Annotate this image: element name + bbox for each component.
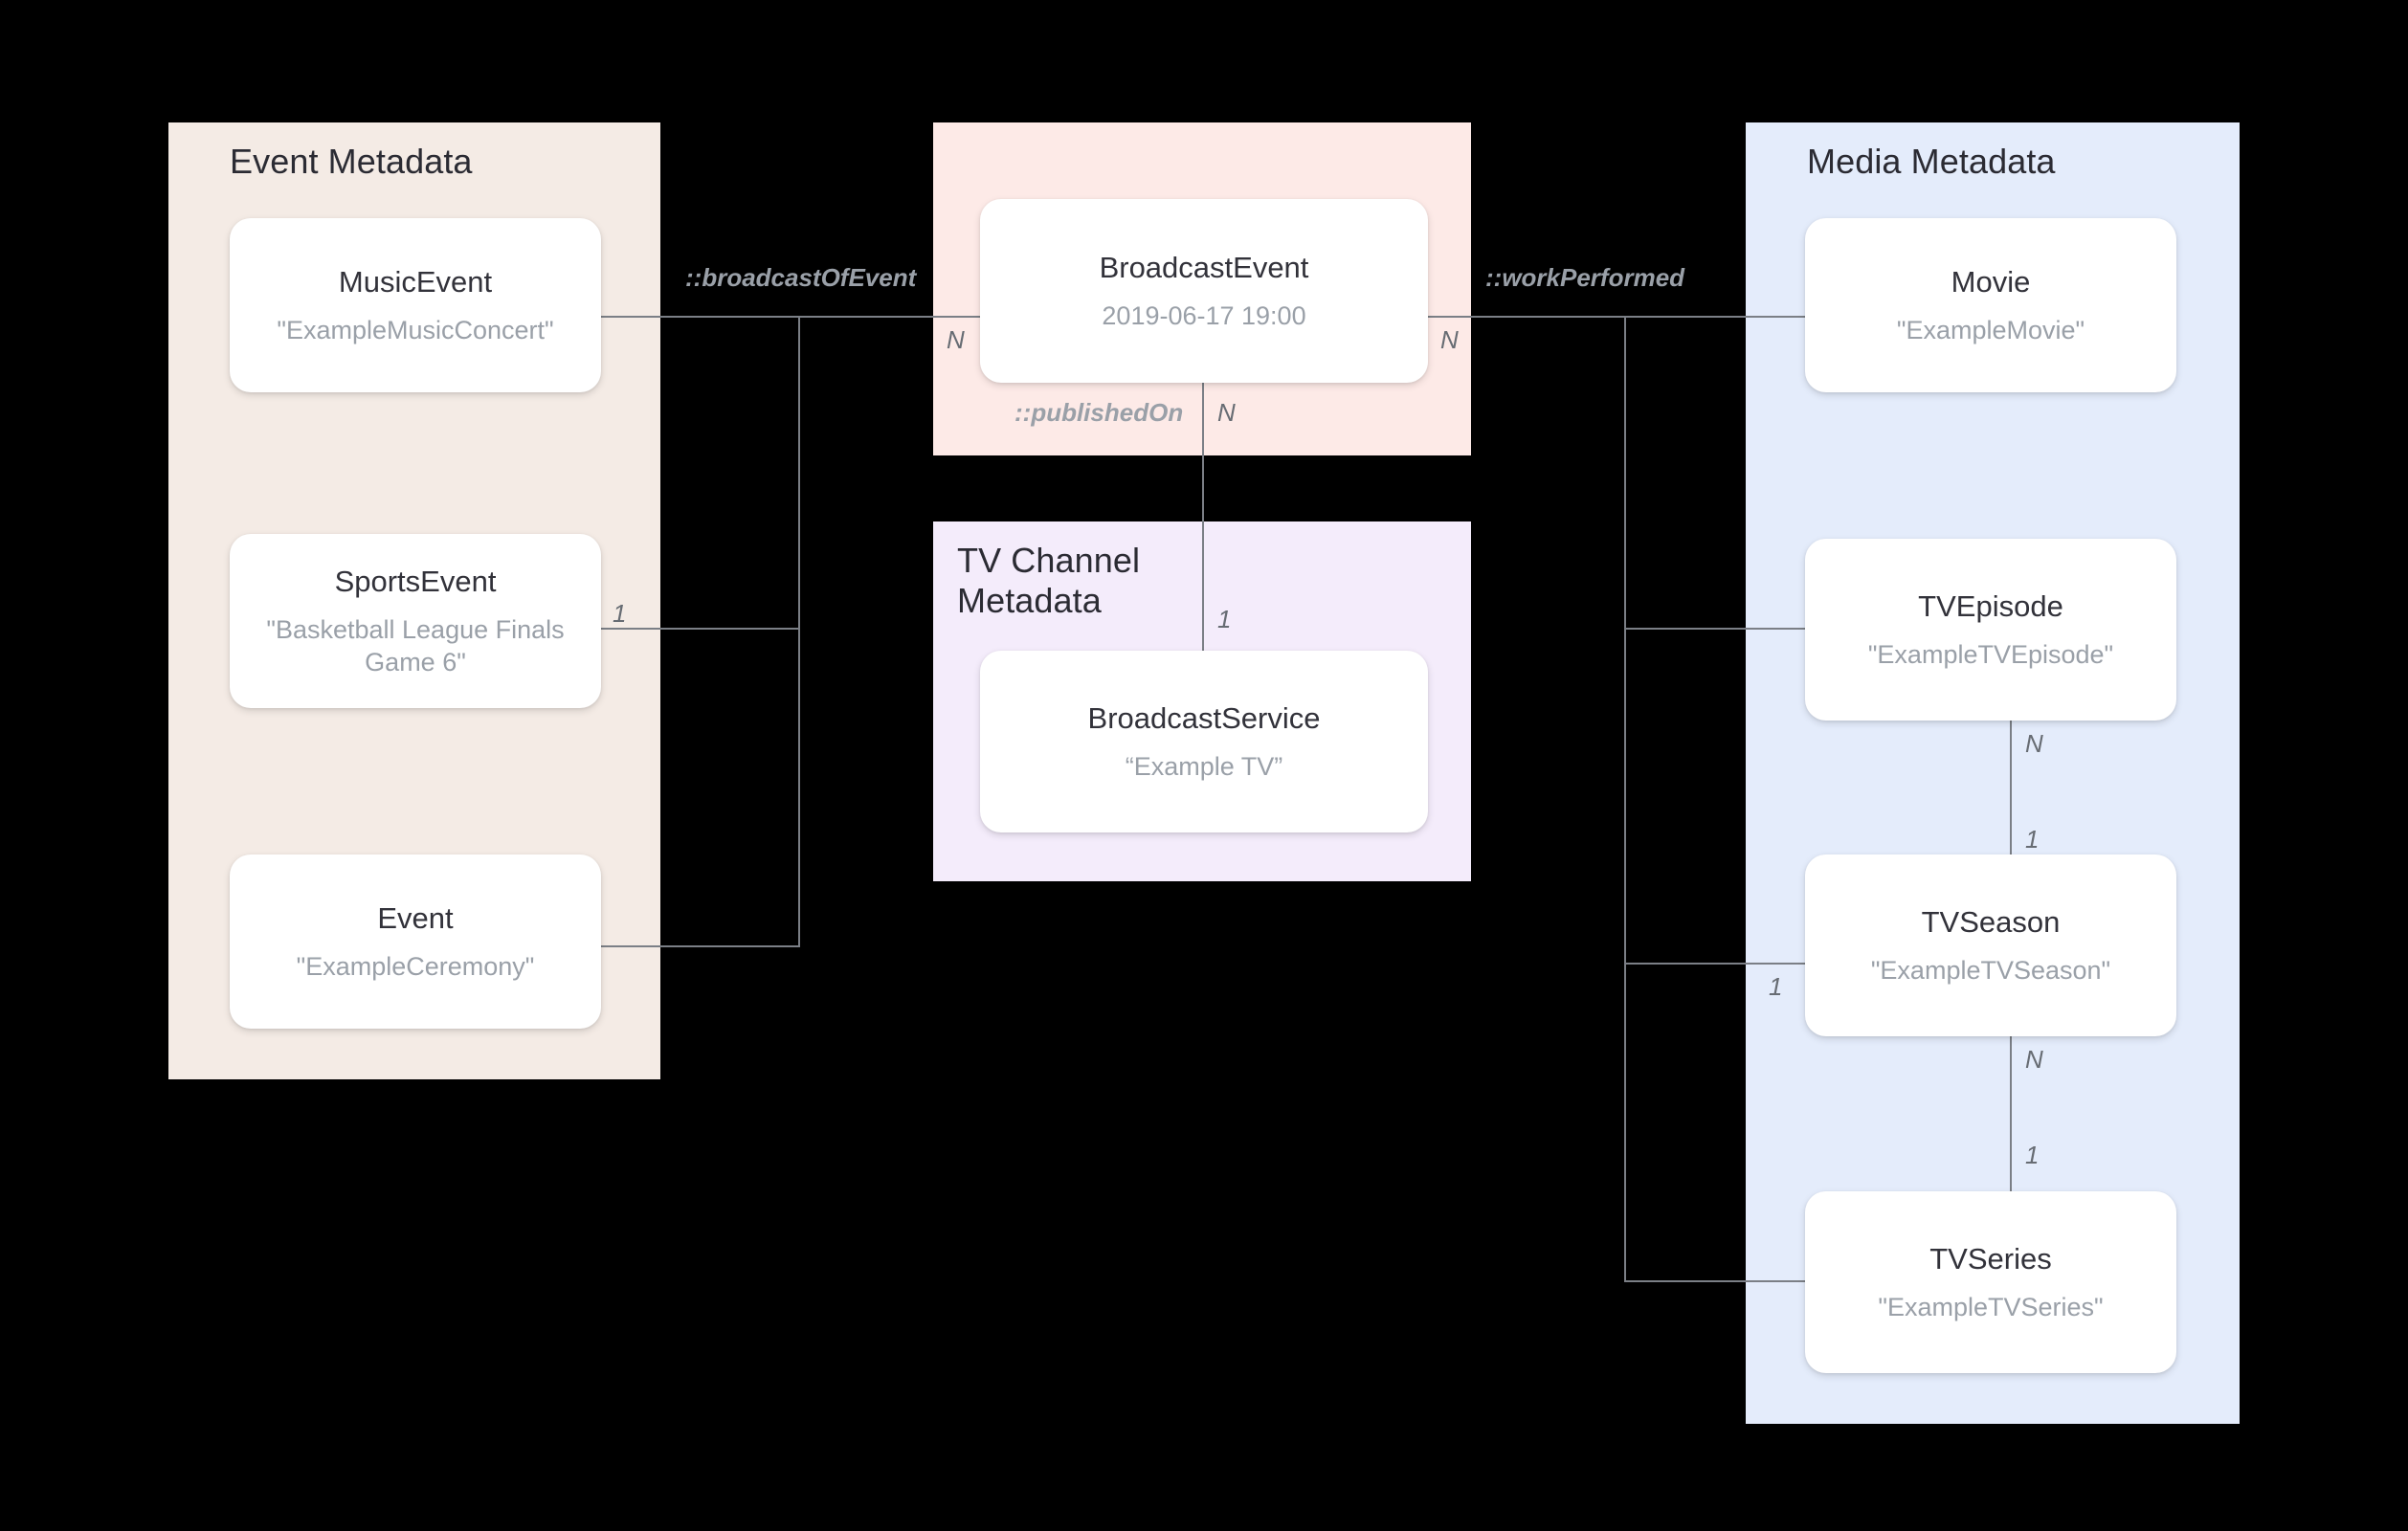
entity-type-label: Event (377, 900, 454, 935)
multiplicity-broadcastevent-right: N (1440, 325, 1459, 354)
connector-tvseason-to-tvseries (2010, 1035, 2012, 1215)
multiplicity-sportsevent-right: 1 (613, 599, 627, 628)
group-title-event-metadata: Event Metadata (230, 142, 473, 181)
entity-card-movie[interactable]: Movie "ExampleMovie" (1805, 218, 2176, 392)
entity-type-label: TVSeason (1921, 904, 2061, 939)
entity-type-label: TVSeries (1929, 1241, 2052, 1276)
entity-value-label: "ExampleTVEpisode" (1867, 639, 2114, 669)
group-title-tv-channel-metadata: TV Channel Metadata (957, 541, 1141, 621)
entity-card-sports-event[interactable]: SportsEvent "Basketball League Finals Ga… (230, 534, 601, 708)
entity-card-broadcast-service[interactable]: BroadcastService “Example TV” (980, 651, 1428, 832)
entity-value-label: 2019-06-17 19:00 (1102, 300, 1306, 330)
entity-type-label: TVEpisode (1918, 588, 2063, 623)
entity-type-label: BroadcastEvent (1099, 250, 1309, 284)
relation-label-published-on: ::publishedOn (1014, 398, 1184, 427)
group-title-media-metadata: Media Metadata (1807, 142, 2056, 181)
entity-card-tv-episode[interactable]: TVEpisode "ExampleTVEpisode" (1805, 539, 2176, 721)
connector-tvepisode-to-tvseason (2010, 720, 2012, 898)
entity-card-event[interactable]: Event "ExampleCeremony" (230, 854, 601, 1029)
connector-trunk-to-broadcastevent (798, 316, 994, 318)
connector-trunk-to-tvseason (1624, 963, 1806, 965)
entity-value-label: “Example TV” (1125, 751, 1283, 781)
entity-value-label: "Basketball League Finals Game 6" (266, 614, 565, 677)
entity-type-label: Movie (1951, 264, 2031, 299)
entity-type-label: BroadcastService (1087, 700, 1321, 735)
multiplicity-broadcastevent-bottom: N (1217, 398, 1236, 427)
connector-musicevent-to-trunk (601, 316, 799, 318)
connector-trunk-to-movie (1624, 316, 1806, 318)
entity-value-label: "ExampleTVSeries" (1878, 1292, 2104, 1321)
multiplicity-broadcastevent-left: N (947, 325, 965, 354)
entity-card-tv-season[interactable]: TVSeason "ExampleTVSeason" (1805, 854, 2176, 1036)
multiplicity-tvseason-top: 1 (2025, 825, 2040, 854)
entity-card-music-event[interactable]: MusicEvent "ExampleMusicConcert" (230, 218, 601, 392)
connector-broadcastevent-to-broadcastservice (1202, 383, 1204, 651)
connector-trunk-to-tvepisode (1624, 628, 1806, 630)
multiplicity-tvseason-left: 1 (1769, 972, 1783, 1001)
entity-value-label: "ExampleCeremony" (296, 951, 535, 981)
connector-event-trunk-vertical (798, 316, 800, 947)
entity-value-label: "ExampleMovie" (1896, 315, 2085, 344)
relation-label-broadcast-of-event: ::broadcastOfEvent (685, 263, 917, 292)
multiplicity-tvseason-bottom: N (2025, 1045, 2043, 1074)
connector-sportsevent-to-trunk (601, 628, 799, 630)
relation-label-work-performed: ::workPerformed (1485, 263, 1685, 292)
connector-trunk-to-tvseries (1624, 1280, 1806, 1282)
entity-value-label: "ExampleMusicConcert" (277, 315, 554, 344)
multiplicity-tvepisode-bottom: N (2025, 729, 2043, 758)
entity-card-broadcast-event[interactable]: BroadcastEvent 2019-06-17 19:00 (980, 199, 1428, 383)
entity-card-tv-series[interactable]: TVSeries "ExampleTVSeries" (1805, 1191, 2176, 1373)
connector-media-trunk-vertical (1624, 316, 1626, 1282)
multiplicity-tvseries-top: 1 (2025, 1141, 2040, 1169)
entity-value-label: "ExampleTVSeason" (1870, 955, 2111, 985)
entity-type-label: MusicEvent (338, 264, 493, 299)
entity-type-label: SportsEvent (334, 564, 497, 598)
multiplicity-broadcastservice-top: 1 (1217, 605, 1232, 633)
connector-event-to-trunk (601, 945, 799, 947)
connector-broadcastevent-to-right-trunk (1428, 316, 1626, 318)
